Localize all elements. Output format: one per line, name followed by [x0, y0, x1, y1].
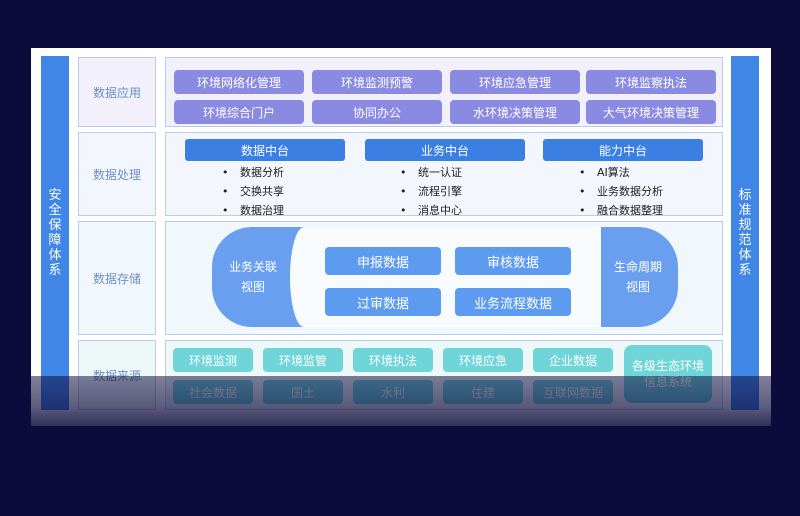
app-item: 环境监察执法	[586, 70, 716, 94]
row-label-source: 数据来源	[78, 340, 156, 410]
hub-data-platform-list: 数据分析 交换共享 数据治理	[220, 163, 330, 220]
business-relation-view-label: 业务关联视图	[229, 260, 278, 294]
storage-item: 申报数据	[325, 247, 441, 275]
business-relation-view: 业务关联视图	[212, 227, 318, 327]
row-label-application: 数据应用	[78, 57, 156, 127]
hub-feature: 业务数据分析	[577, 182, 687, 201]
app-item: 大气环境决策管理	[586, 100, 716, 124]
source-item: 企业数据	[533, 348, 613, 372]
row-label-processing: 数据处理	[78, 132, 156, 216]
app-item: 环境应急管理	[450, 70, 580, 94]
storage-item: 业务流程数据	[455, 288, 571, 316]
app-item: 环境监测预警	[312, 70, 442, 94]
hub-business-platform: 业务中台	[365, 139, 525, 161]
hub-feature: 数据分析	[220, 163, 330, 182]
security-system-label: 安全保障体系	[48, 188, 62, 278]
standards-system-pillar: 标准规范体系	[731, 56, 759, 410]
source-item: 环境应急	[443, 348, 523, 372]
hub-feature: 统一认证	[398, 163, 508, 182]
standards-system-label: 标准规范体系	[738, 188, 752, 278]
source-item: 国土	[263, 380, 343, 404]
app-item: 协同办公	[312, 100, 442, 124]
hub-feature: 交换共享	[220, 182, 330, 201]
hub-data-platform: 数据中台	[185, 139, 345, 161]
source-item: 互联网数据	[533, 380, 613, 404]
hub-feature: 融合数据整理	[577, 201, 687, 220]
app-item: 环境网络化管理	[174, 70, 304, 94]
source-item: 环境监管	[263, 348, 343, 372]
hub-capability-platform: 能力中台	[543, 139, 703, 161]
source-item: 社会数据	[173, 380, 253, 404]
security-system-pillar: 安全保障体系	[41, 56, 69, 410]
hub-business-platform-list: 统一认证 流程引擎 消息中心	[398, 163, 508, 220]
source-item: 住建	[443, 380, 523, 404]
hub-feature: 消息中心	[398, 201, 508, 220]
row-label-storage: 数据存储	[78, 221, 156, 335]
source-item: 环境监测	[173, 348, 253, 372]
app-item: 环境综合门户	[174, 100, 304, 124]
source-item-large: 各级生态环境信息系统	[624, 345, 712, 403]
lifecycle-view-label: 生命周期视图	[614, 260, 663, 294]
storage-item: 过审数据	[325, 288, 441, 316]
source-item: 水利	[353, 380, 433, 404]
hub-feature: 流程引擎	[398, 182, 508, 201]
hub-capability-platform-list: AI算法 业务数据分析 融合数据整理	[577, 163, 687, 220]
storage-item: 审核数据	[455, 247, 571, 275]
hub-feature: 数据治理	[220, 201, 330, 220]
app-item: 水环境决策管理	[450, 100, 580, 124]
source-item: 环境执法	[353, 348, 433, 372]
hub-feature: AI算法	[577, 163, 687, 182]
